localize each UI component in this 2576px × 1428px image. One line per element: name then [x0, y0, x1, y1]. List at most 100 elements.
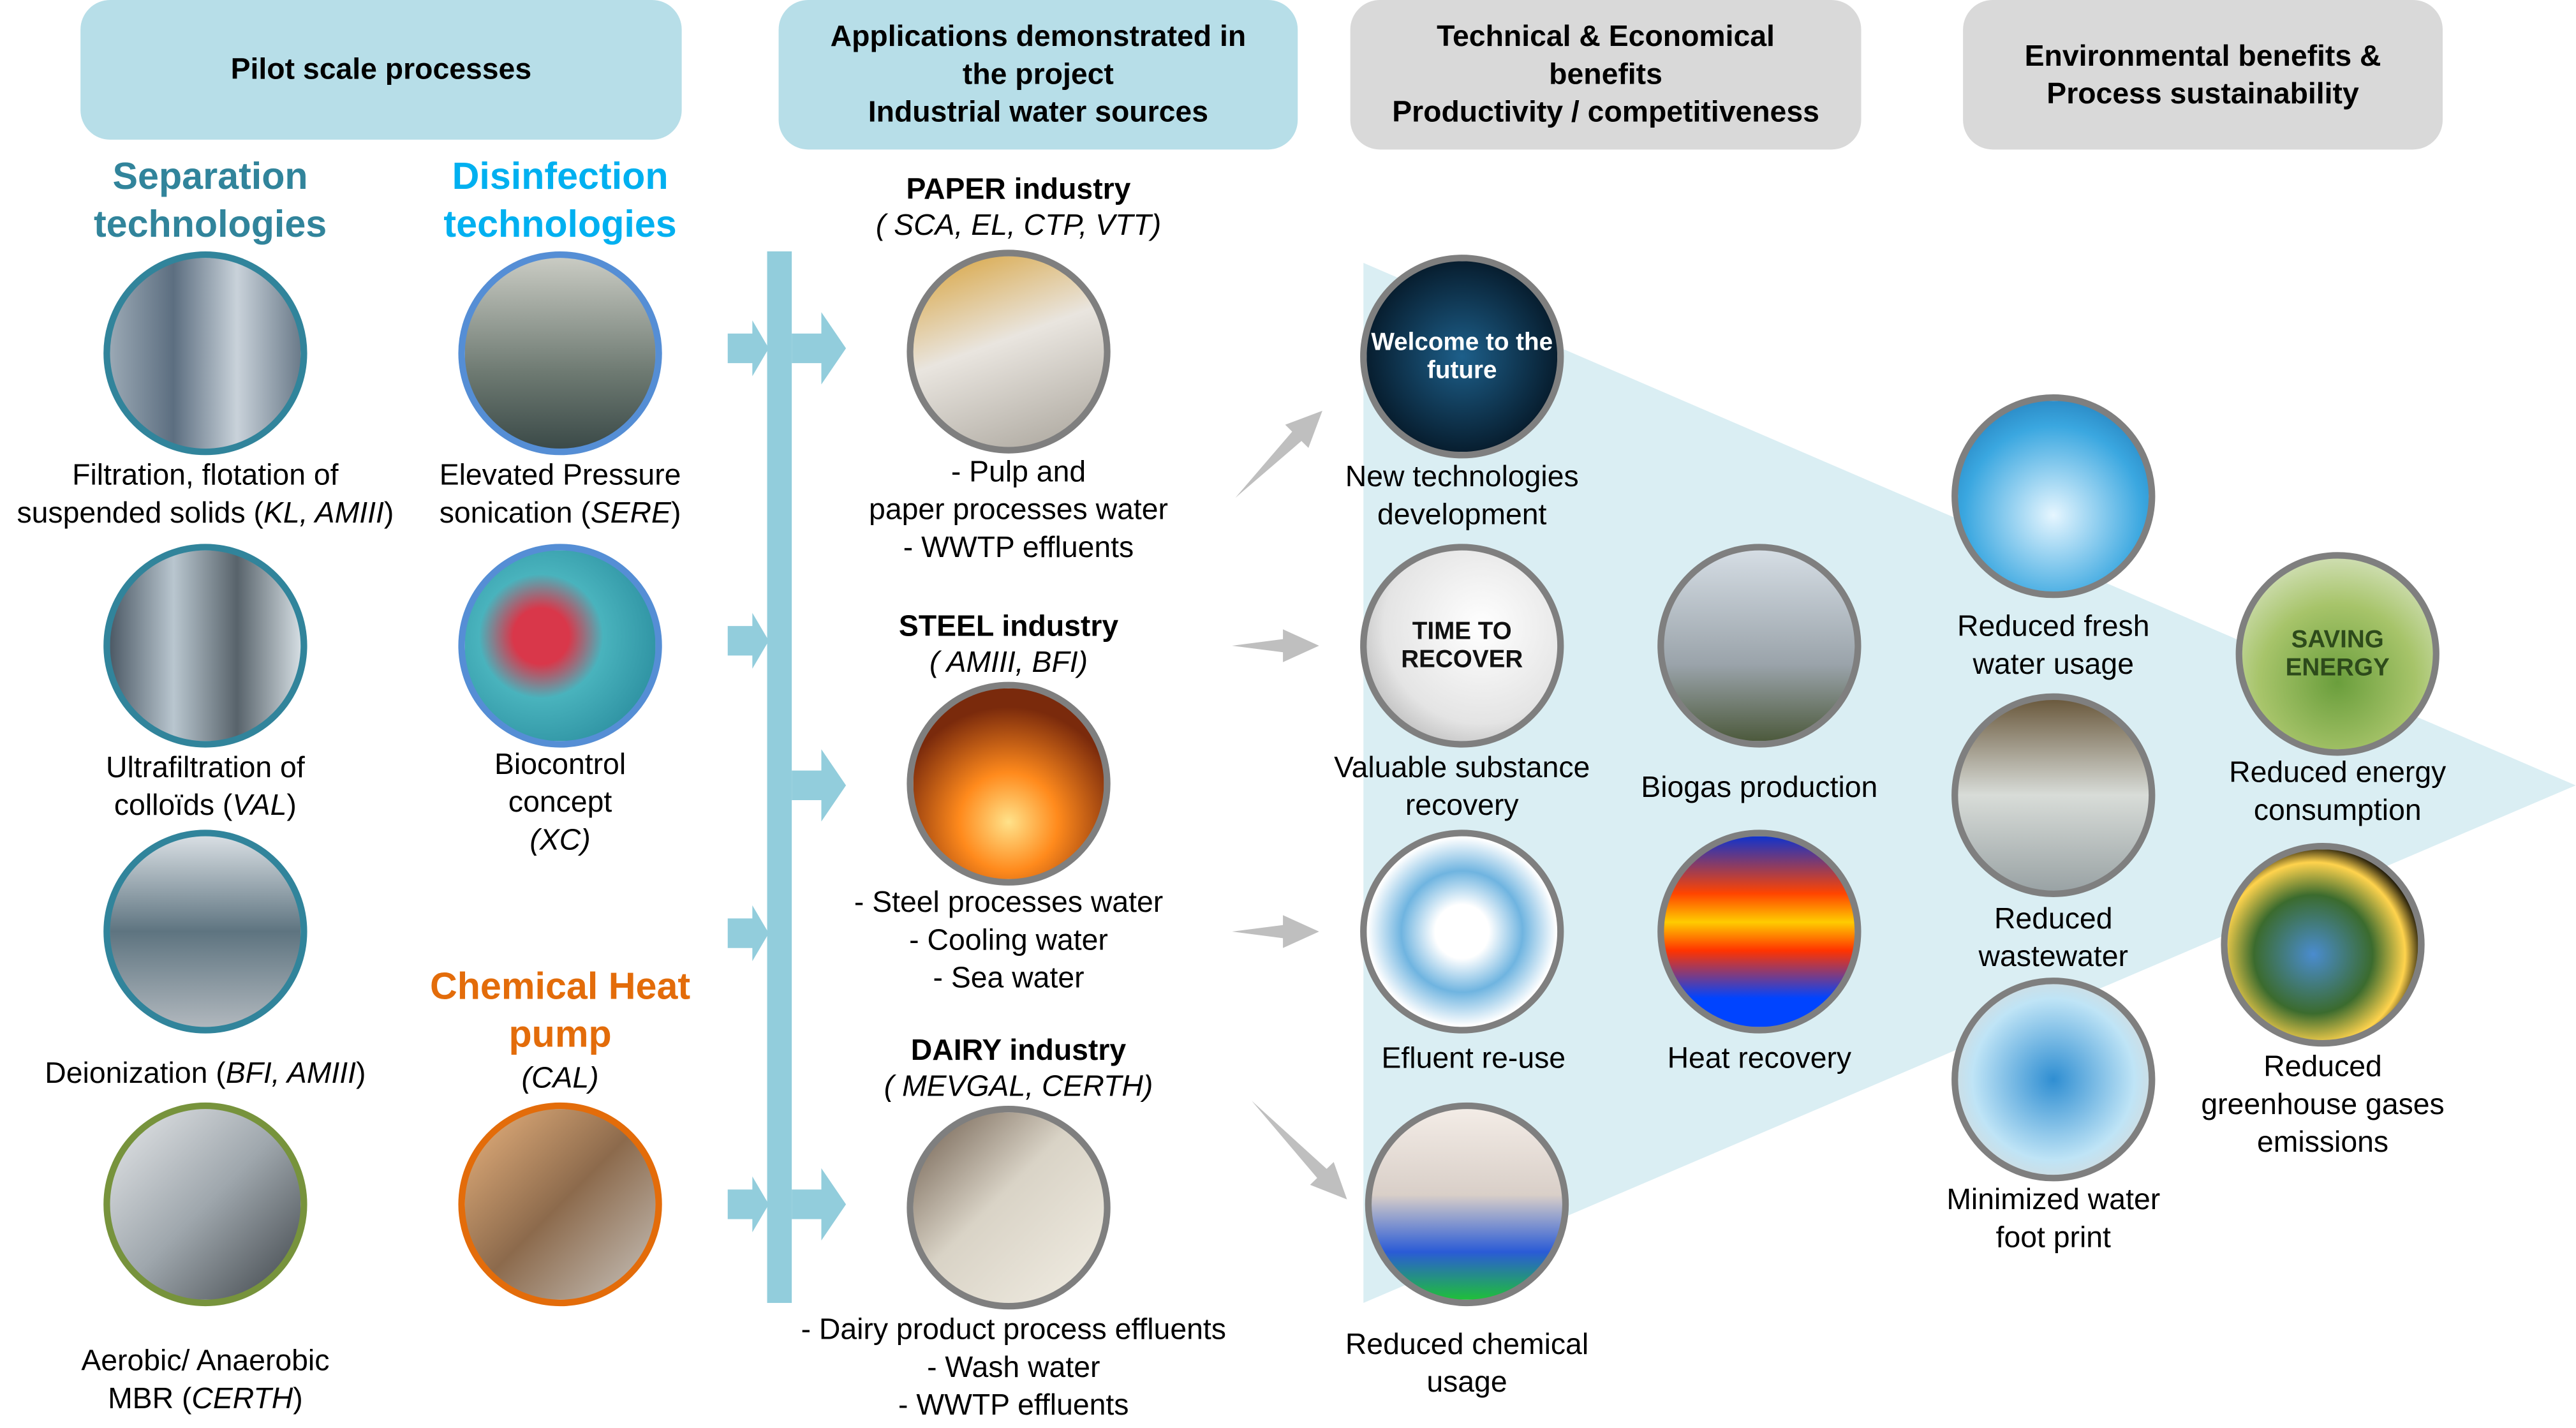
process-sonication-image: [458, 251, 662, 456]
process-deionization-image: [103, 829, 307, 1034]
header-applications-text-line: Applications demonstrated in: [830, 19, 1247, 53]
industry-dairy-sources-label-line: - WWTP effluents: [898, 1388, 1129, 1422]
header-pilot: Pilot scale processes: [80, 0, 682, 140]
benefit-biogas-label: Biogas production: [1641, 769, 1877, 807]
benefit-energy-label: Reduced energy consumption: [2229, 754, 2446, 829]
header-applications-text-line: the project: [962, 57, 1114, 91]
benefit-chemical-usage-image: [1365, 1102, 1569, 1307]
industry-steel-name: STEEL industry: [898, 609, 1119, 643]
benefit-footprint-label-line: Minimized water: [1946, 1183, 2161, 1216]
header-pilot-text: Pilot scale processes: [231, 51, 532, 89]
header-environmental-text: Environmental benefits &Process sustaina…: [2025, 37, 2381, 112]
flow-arrow-in: [727, 905, 769, 962]
gray-arrow: [1235, 410, 1322, 498]
benefit-chemical-usage-label-line: usage: [1426, 1365, 1507, 1399]
process-sonication-label: Elevated Pressure sonication (SERE): [440, 457, 681, 532]
process-deionization-label-line: Deionization (BFI, AMIII): [45, 1056, 366, 1090]
benefit-biogas-image: [1657, 544, 1862, 748]
benefit-substance-recovery-image: TIME TO RECOVER: [1360, 544, 1564, 748]
flow-arrow-in: [727, 1176, 769, 1233]
industry-dairy-image: [907, 1105, 1111, 1310]
benefit-new-tech-image: Welcome to the future: [1360, 255, 1564, 459]
industry-paper-sources-label-line: paper processes water: [869, 493, 1168, 526]
gray-arrow: [1232, 629, 1319, 662]
benefit-wastewater-image: [1951, 693, 2156, 897]
header-environmental-text-line: Environmental benefits &: [2024, 38, 2381, 72]
benefit-fresh-water-label-line: water usage: [1973, 647, 2134, 681]
benefit-substance-recovery-label-line: Valuable substance: [1334, 750, 1590, 784]
benefit-ghg-label-line: greenhouse gases: [2201, 1087, 2445, 1121]
benefit-energy-label-line: consumption: [2253, 793, 2422, 827]
flow-arrow-in: [727, 320, 769, 376]
benefit-heat-recovery-label: Heat recovery: [1668, 1040, 1852, 1078]
header-technical-text-line: benefits: [1549, 57, 1662, 91]
process-filtration-image: [103, 251, 307, 456]
benefit-footprint-label-line: foot print: [1995, 1221, 2111, 1254]
gray-arrow: [1232, 915, 1319, 948]
process-ultrafiltration-image: [103, 544, 307, 748]
industry-steel-sources-label-line: - Sea water: [933, 961, 1084, 994]
title-separation-line: technologies: [93, 202, 327, 245]
benefit-energy-label-line: Reduced energy: [2229, 755, 2446, 789]
industry-dairy-sources-label-line: - Dairy product process effluents: [801, 1313, 1226, 1346]
process-filtration-label-line: suspended solids (KL, AMIII): [17, 496, 394, 530]
flow-arrow-out: [792, 749, 847, 822]
industry-dairy-partners: ( MEVGAL, CERTH): [884, 1069, 1153, 1103]
benefit-new-tech-label-line: New technologies: [1345, 460, 1579, 493]
benefit-wastewater-label-line: wastewater: [1978, 939, 2128, 973]
process-filtration-label: Filtration, flotation of suspended solids…: [17, 457, 394, 532]
industry-steel-sources-label-line: - Cooling water: [909, 923, 1108, 956]
flow-bar: [767, 251, 792, 1303]
industry-paper-sources-label-line: - WWTP effluents: [903, 530, 1134, 564]
industry-dairy-name: DAIRY industry: [910, 1033, 1127, 1067]
benefit-effluent-reuse-label: Efluent re-use: [1381, 1040, 1566, 1078]
industry-paper-image: [907, 249, 1111, 454]
industry-steel-image: [907, 681, 1111, 886]
header-technical-text-line: Productivity / competitiveness: [1392, 95, 1819, 128]
benefit-ghg-label-line: Reduced: [2263, 1050, 2382, 1083]
process-sonication-label-line: Elevated Pressure: [439, 458, 681, 491]
title-disinfection-line: technologies: [443, 202, 677, 245]
industry-dairy-heading: DAIRY industry( MEVGAL, CERTH): [884, 1032, 1153, 1104]
process-cal-label-line: (CAL): [521, 1061, 599, 1094]
benefit-new-tech-label-line: development: [1377, 498, 1547, 531]
flow-arrow-in: [727, 613, 769, 669]
industry-paper-name: PAPER industry: [906, 172, 1131, 205]
title-chemical-heat-pump-line: Chemical Heat: [429, 964, 691, 1008]
process-cal-image: [458, 1102, 662, 1307]
process-biocontrol-image: [458, 544, 662, 748]
benefit-substance-recovery-image-text: TIME TO RECOVER: [1401, 618, 1523, 674]
industry-paper-heading: PAPER industry( SCA, EL, CTP, VTT): [876, 171, 1161, 243]
title-separation: Separation technologies: [94, 152, 327, 248]
header-technical-text-line: Technical & Economical: [1437, 19, 1775, 53]
benefit-new-tech-image-text: Welcome to the future: [1371, 329, 1553, 385]
process-filtration-label-line: Filtration, flotation of: [72, 458, 339, 491]
benefit-fresh-water-label-line: Reduced fresh: [1957, 609, 2150, 643]
header-applications-text-line: Industrial water sources: [868, 95, 1208, 128]
gray-arrow: [1252, 1101, 1347, 1200]
benefit-energy-image: SAVING ENERGY: [2235, 552, 2439, 756]
process-mbr-label-line: Aerobic/ Anaerobic: [81, 1344, 330, 1377]
industry-steel-sources-label: - Steel processes water- Cooling water- …: [854, 884, 1163, 997]
process-mbr-label-line: MBR (CERTH): [108, 1381, 303, 1415]
benefit-heat-recovery-label-line: Heat recovery: [1667, 1041, 1852, 1075]
process-biocontrol-label-line: concept: [508, 785, 612, 819]
process-biocontrol-label-line: (XC): [529, 823, 591, 856]
title-separation-line: Separation: [112, 154, 308, 197]
process-sonication-label-line: sonication (SERE): [439, 496, 681, 530]
industry-steel-heading: STEEL industry( AMIII, BFI): [899, 608, 1118, 680]
industry-dairy-sources-label: - Dairy product process effluents- Wash …: [801, 1311, 1226, 1425]
